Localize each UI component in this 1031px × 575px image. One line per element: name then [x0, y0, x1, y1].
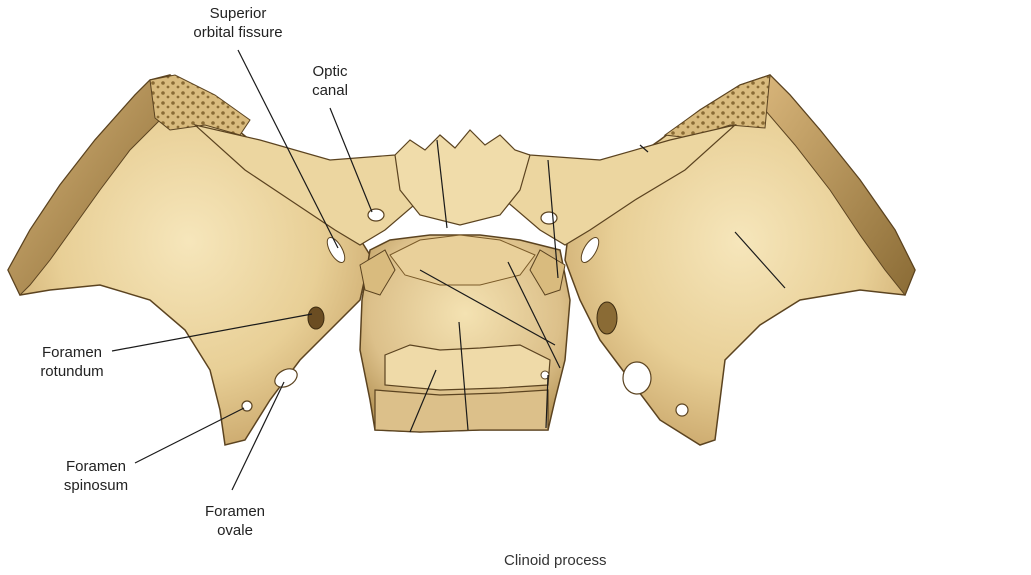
label-foramen-ovale: Foramen ovale: [200, 502, 270, 540]
left-greater-wing: [7, 74, 371, 446]
leader-unlabeled-3: [639, 144, 649, 153]
leader-unlabeled-5: [507, 261, 561, 369]
leader-unlabeled-7: [409, 369, 437, 433]
label-foramen-ovale-line1: Foramen: [204, 503, 266, 520]
leader-unlabeled-9: [734, 231, 786, 289]
label-foramen-spinosum-line2: spinosum: [63, 477, 129, 494]
label-superior-orbital-fissure-line1: Superior: [209, 5, 267, 22]
dorsum-notch-hole: [540, 370, 550, 380]
label-optic-canal-line1: Optic: [312, 63, 348, 80]
dorsum-sellae: [384, 344, 551, 391]
leader-unlabeled-8: [545, 374, 549, 429]
left-foramen-rotundum: [307, 306, 325, 330]
right-optic-canal: [540, 211, 558, 225]
label-foramen-spinosum-line1: Foramen: [65, 458, 127, 475]
label-foramen-spinosum: Foramen spinosum: [52, 457, 140, 495]
leader-unlabeled-2: [547, 159, 559, 279]
leader-superior-orbital-fissure: [237, 49, 339, 249]
left-superior-orbital-fissure: [326, 237, 346, 263]
leader-unlabeled-4: [419, 269, 556, 346]
planum-sphenoidale: [394, 129, 531, 226]
left-foramen-spinosum: [241, 400, 253, 412]
leader-foramen-ovale: [231, 381, 285, 491]
sella-turcica: [389, 234, 536, 286]
right-foramen-rotundum: [596, 301, 618, 335]
left-optic-canal: [367, 208, 385, 222]
right-greater-wing: [564, 74, 916, 446]
label-foramen-ovale-line2: ovale: [217, 522, 253, 539]
label-superior-orbital-fissure-line2: orbital fissure: [193, 24, 283, 41]
label-cut-off-bottom: Clinoid process: [504, 552, 607, 569]
right-foramen-ovale: [622, 361, 652, 395]
label-optic-canal-line2: canal: [312, 82, 348, 99]
right-foramen-spinosum: [675, 403, 689, 417]
clivus: [374, 389, 549, 433]
label-superior-orbital-fissure: Superior orbital fissure: [178, 4, 298, 42]
leader-foramen-spinosum: [134, 407, 245, 464]
label-foramen-rotundum-line2: rotundum: [40, 363, 104, 380]
leader-unlabeled-1: [436, 139, 448, 229]
left-wing-edge: [7, 79, 161, 296]
right-superior-orbital-fissure: [580, 237, 600, 263]
left-anterior-clinoid: [359, 249, 396, 296]
label-foramen-rotundum: Foramen rotundum: [30, 343, 114, 381]
right-spongy-crest: [663, 74, 771, 139]
left-foramen-ovale: [274, 368, 298, 388]
leader-optic-canal: [329, 107, 373, 213]
label-foramen-rotundum-line1: Foramen: [41, 344, 103, 361]
leader-unlabeled-6: [458, 321, 469, 431]
leader-foramen-rotundum: [111, 313, 313, 352]
label-optic-canal: Optic canal: [300, 62, 360, 100]
